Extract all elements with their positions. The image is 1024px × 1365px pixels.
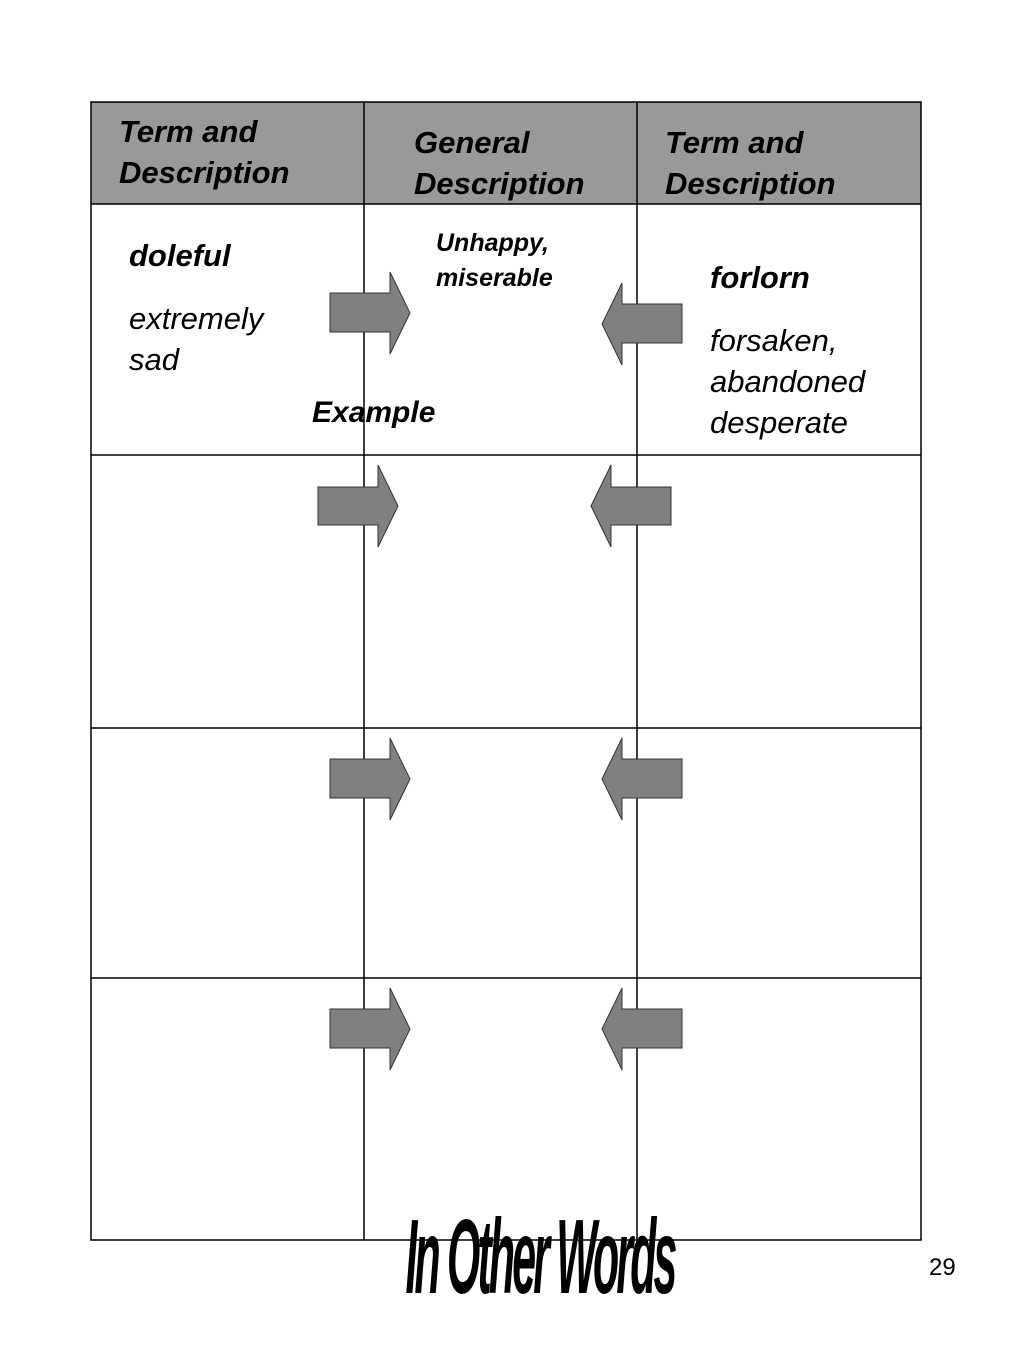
right-arrow-icon — [329, 271, 411, 355]
right-arrow-icon — [329, 987, 411, 1071]
header-line: Description — [119, 155, 290, 190]
description-line: miserable — [436, 264, 553, 292]
left-term: doleful — [129, 238, 231, 273]
general-description: Unhappy, miserable — [436, 226, 553, 296]
left-description: extremely sad — [129, 298, 263, 380]
right-arrow-icon — [317, 464, 399, 548]
header-line: Description — [414, 166, 585, 201]
description-line: sad — [129, 342, 179, 377]
header-band — [91, 102, 921, 204]
left-arrow-icon — [601, 987, 683, 1071]
title-wordart-text: In Other Words — [405, 1199, 676, 1317]
description-line: abandoned — [710, 364, 866, 399]
header-line: Term and — [119, 114, 258, 149]
header-line: Description — [665, 166, 836, 201]
header-line: General — [414, 125, 530, 160]
header-line: Term and — [665, 125, 804, 160]
right-term: forlorn — [710, 260, 810, 295]
description-line: Unhappy, — [436, 229, 549, 257]
header-general-description: General Description — [414, 122, 585, 204]
table-border — [90, 101, 922, 1241]
description-line: desperate — [710, 405, 848, 440]
header-term-right: Term and Description — [665, 122, 836, 204]
header-term-left: Term and Description — [119, 111, 290, 193]
page-number: 29 — [929, 1254, 956, 1281]
right-description: forsaken, abandoned desperate — [710, 320, 865, 443]
description-line: extremely — [129, 301, 264, 336]
title-wordart: In Other Words — [405, 1199, 679, 1317]
left-arrow-icon — [601, 737, 683, 821]
left-arrow-icon — [590, 464, 672, 548]
description-line: forsaken, — [710, 323, 838, 358]
right-arrow-icon — [329, 737, 411, 821]
example-label: Example — [312, 396, 436, 429]
left-arrow-icon — [601, 282, 683, 366]
